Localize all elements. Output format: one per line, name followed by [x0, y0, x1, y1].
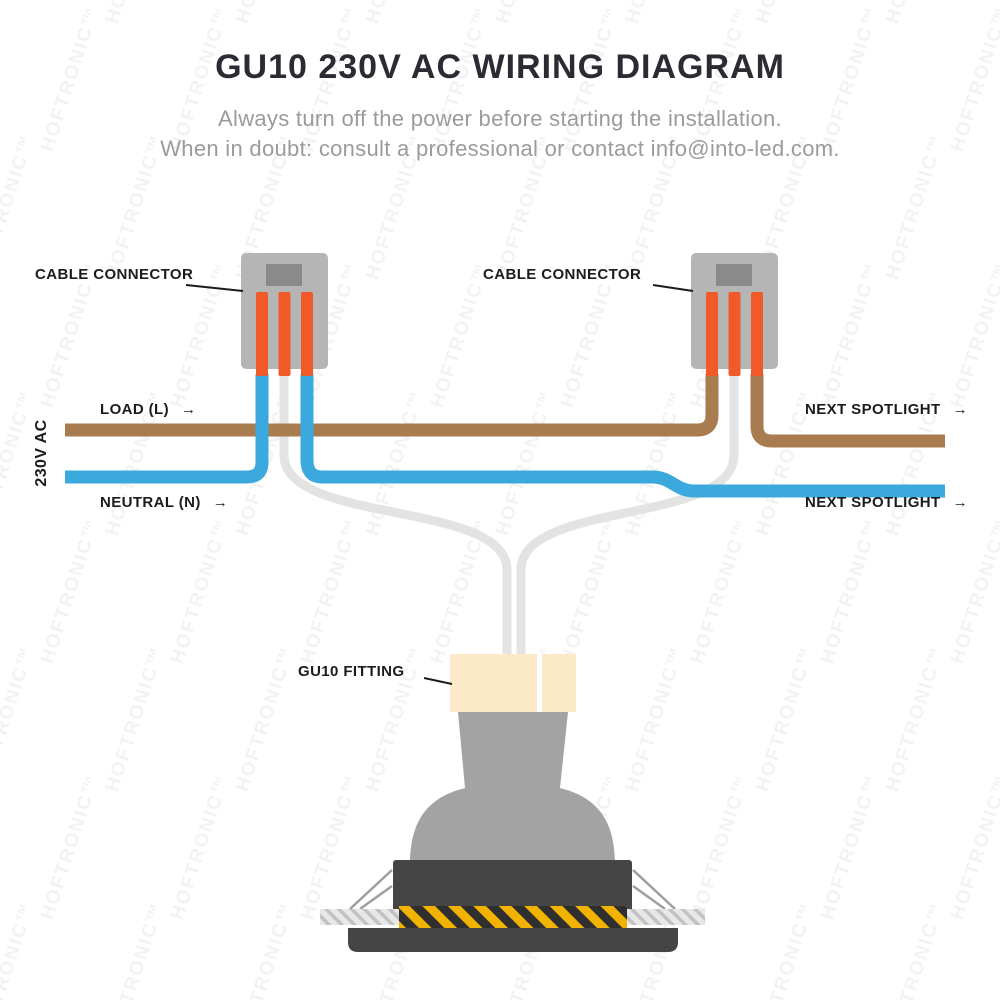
- cable-connector-right-shape: [691, 253, 778, 376]
- fitting-wire-right: [516, 374, 739, 658]
- neutral-wire-out: [300, 374, 945, 498]
- voltage-label: 230V AC: [33, 393, 51, 513]
- spotlight-trim: [348, 928, 678, 952]
- connector-terminal: [256, 292, 268, 376]
- subtitle-line1: Always turn off the power before startin…: [218, 106, 782, 131]
- connector-terminal: [728, 292, 741, 376]
- lamp-body: [410, 712, 615, 862]
- next-spotlight-bottom-label: NEXT SPOTLIGHT →: [805, 494, 968, 511]
- cable-connector-left-shape: [241, 253, 328, 376]
- page-title: GU10 230V AC WIRING DIAGRAM: [215, 48, 785, 86]
- arrow-icon: →: [952, 494, 969, 511]
- arrow-icon: →: [212, 494, 229, 511]
- connector-terminal: [301, 292, 313, 376]
- gu10-fitting-label: GU10 FITTING: [298, 663, 404, 680]
- next-spotlight-bottom-text: NEXT SPOTLIGHT: [805, 494, 941, 511]
- leader-connector-right: [652, 284, 694, 292]
- arrow-icon: →: [952, 401, 969, 418]
- spring-right: [632, 869, 676, 911]
- next-spotlight-top-label: NEXT SPOTLIGHT →: [805, 401, 968, 418]
- voltage-text: 230V AC: [33, 419, 50, 487]
- spotlight-bezel: [393, 860, 632, 912]
- fitting-block: [450, 654, 576, 712]
- spring-left: [349, 869, 393, 911]
- cable-connector-left-label: CABLE CONNECTOR: [35, 266, 193, 283]
- connector-terminal: [706, 292, 718, 376]
- arrow-icon: →: [181, 401, 197, 418]
- connector-lever: [716, 264, 752, 286]
- warning-stripes: [399, 906, 627, 928]
- cable-connector-right-text: CABLE CONNECTOR: [483, 266, 642, 283]
- subtitle-line2: When in doubt: consult a professional or…: [160, 136, 840, 161]
- neutral-label: NEUTRAL (N) →: [100, 494, 228, 511]
- connector-terminal: [751, 292, 763, 376]
- leader-fitting: [423, 677, 453, 685]
- fitting-wire-left: [279, 374, 512, 658]
- cable-connector-right-label: CABLE CONNECTOR: [483, 266, 641, 283]
- leader-lines: [185, 284, 694, 685]
- next-spotlight-top-text: NEXT SPOTLIGHT: [805, 401, 941, 418]
- load-text: LOAD (L): [100, 401, 170, 418]
- gu10-fitting-text: GU10 FITTING: [298, 663, 405, 680]
- connector-terminal: [278, 292, 291, 376]
- neutral-text: NEUTRAL (N): [100, 494, 201, 511]
- load-wire-in: [65, 374, 719, 437]
- load-wire-out: [750, 374, 945, 448]
- connector-lever: [266, 264, 302, 286]
- fitting-divider: [537, 654, 542, 712]
- neutral-wire-in: [65, 374, 269, 484]
- cable-connector-left-text: CABLE CONNECTOR: [35, 266, 194, 283]
- gu10-fitting-shape: [450, 654, 576, 712]
- load-label: LOAD (L) →: [100, 401, 196, 418]
- leader-connector-left: [185, 284, 244, 292]
